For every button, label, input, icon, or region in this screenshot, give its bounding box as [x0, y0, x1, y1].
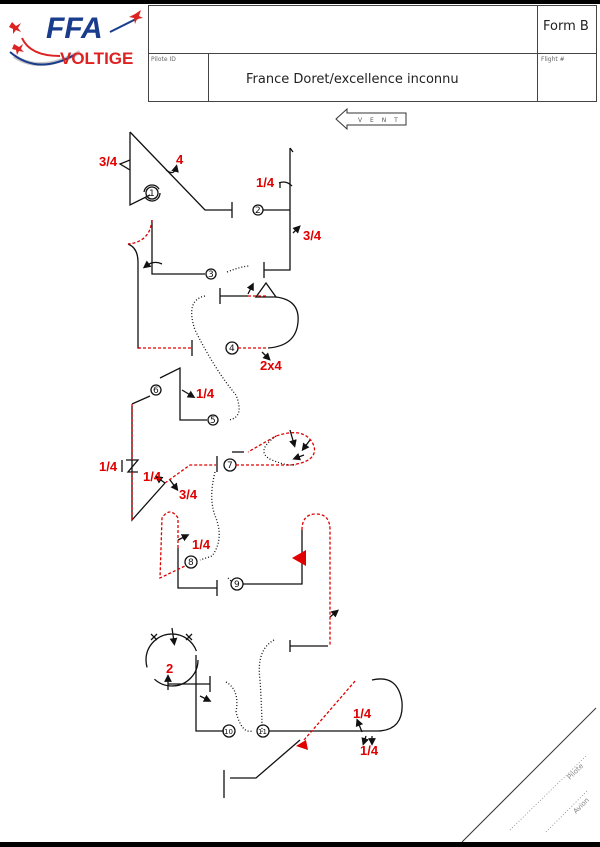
logo-ffa-text: FFA — [46, 12, 103, 45]
flight-cell[interactable]: Flight # — [537, 53, 597, 102]
ffa-voltige-logo: FFA VOLTIGE — [9, 10, 143, 68]
figure-7 — [216, 429, 311, 472]
roll-label: 4 — [176, 152, 184, 167]
figure-6 — [121, 384, 179, 522]
figure-number: 8 — [188, 558, 194, 568]
figure-4 — [191, 281, 299, 361]
form-label: Form B — [543, 19, 589, 34]
figure-numbers: 1 2 3 4 5 6 7 8 9 10 11 — [149, 189, 267, 736]
avion-signature-label: Avion — [572, 796, 591, 815]
figure-number: 3 — [208, 270, 214, 280]
figure-number: 2 — [255, 206, 261, 216]
roll-label: 3/4 — [303, 228, 322, 243]
wind-label: V E N T — [358, 117, 401, 124]
figure-number: 6 — [153, 386, 159, 396]
logo-voltige-text: VOLTIGE — [60, 49, 133, 68]
roll-label: 1/4 — [256, 175, 275, 190]
figure-9 — [227, 530, 339, 652]
figure-number: 7 — [227, 461, 233, 471]
roll-label: 2 — [166, 661, 173, 676]
sequence-form-page: FFA VOLTIGE Form B Pilote ID France Dore… — [0, 4, 600, 842]
figure-number: 10 — [224, 728, 233, 736]
figure-5 — [159, 366, 219, 426]
flight-label: Flight # — [541, 56, 565, 63]
pilot-name: France Doret/excellence inconnu — [246, 72, 459, 87]
roll-label: 1/4 — [196, 386, 215, 401]
figure-number: 4 — [229, 344, 235, 354]
roll-label: 1/4 — [353, 706, 372, 721]
roll-label: 2x4 — [260, 358, 282, 373]
figure-number: 1 — [149, 189, 155, 199]
figure-11 — [223, 678, 403, 798]
plane-icon — [9, 10, 143, 55]
figure-number: 9 — [234, 580, 240, 590]
figure-10 — [145, 627, 253, 738]
roll-label: 3/4 — [179, 487, 198, 502]
roll-label: 1/4 — [192, 537, 211, 552]
figure-labels: 3/4 4 1/4 3/4 2x4 1/4 1/4 1/4 3/4 1/4 2 … — [99, 152, 379, 758]
figure-number: 5 — [210, 416, 216, 426]
aresti-diagram: V E N T — [99, 107, 597, 842]
wind-arrow: V E N T — [335, 107, 407, 131]
figure-1 — [118, 131, 233, 218]
signature-corner: Pilote Avion — [461, 707, 597, 842]
figure-2 — [252, 147, 301, 278]
roll-label: 1/4 — [99, 459, 118, 474]
roll-label: 1/4 — [143, 469, 162, 484]
snap-triangle-icon — [292, 550, 306, 566]
pilote-id-label: Pilote ID — [151, 56, 176, 63]
snap-triangle-icon — [296, 740, 308, 750]
figure-number: 11 — [258, 728, 267, 736]
figure-8 — [177, 534, 218, 596]
pilote-signature-label: Pilote — [566, 762, 585, 781]
roll-label: 1/4 — [360, 743, 379, 758]
figure-3 — [127, 220, 217, 349]
roll-label: 3/4 — [99, 154, 118, 169]
